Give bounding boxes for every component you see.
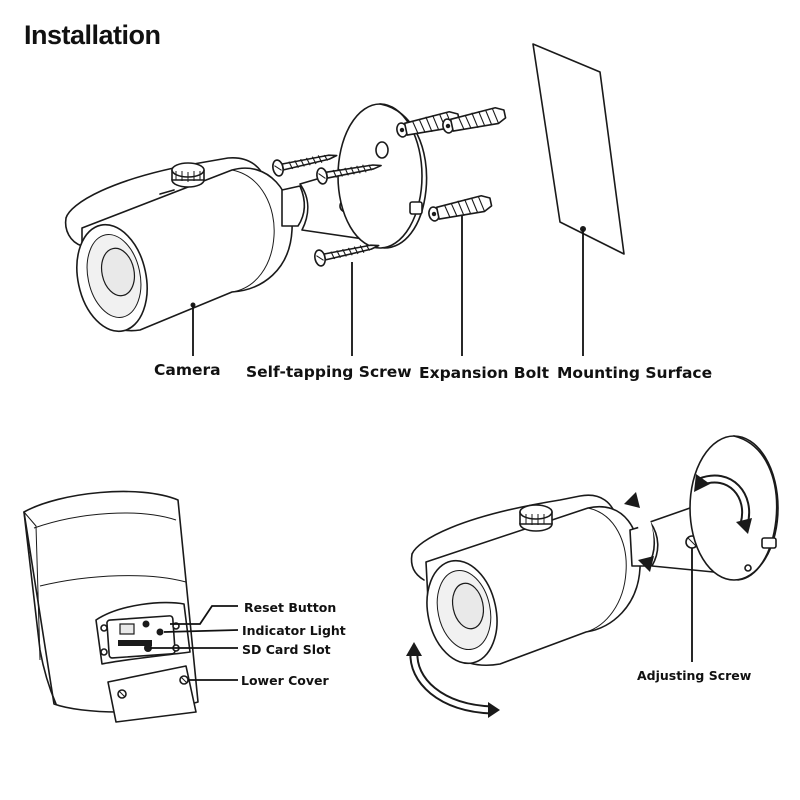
bracket-adjust xyxy=(629,435,779,581)
label-reset-button: Reset Button xyxy=(244,600,336,615)
label-self-tapping-screw: Self-tapping Screw xyxy=(246,363,412,381)
page-title: Installation xyxy=(24,20,161,50)
label-lower-cover: Lower Cover xyxy=(241,673,329,688)
label-camera: Camera xyxy=(154,361,221,379)
camera-underside xyxy=(23,490,199,723)
label-indicator-light: Indicator Light xyxy=(242,623,346,638)
indicator-light-leader xyxy=(163,629,239,633)
label-expansion-bolt: Expansion Bolt xyxy=(419,364,550,382)
rotate-arrow-tilt xyxy=(624,492,654,572)
label-adjusting-screw: Adjusting Screw xyxy=(637,668,752,683)
reset-button-leader xyxy=(170,605,238,625)
label-mounting-surface: Mounting Surface xyxy=(557,364,712,382)
label-sd-card-slot: SD Card Slot xyxy=(242,642,331,657)
rotate-arrow-roll xyxy=(406,642,500,718)
camera-top xyxy=(64,157,293,333)
mounting-surface xyxy=(532,43,625,255)
rotate-arrow-pan xyxy=(694,474,752,534)
camera-adjust xyxy=(410,494,641,666)
